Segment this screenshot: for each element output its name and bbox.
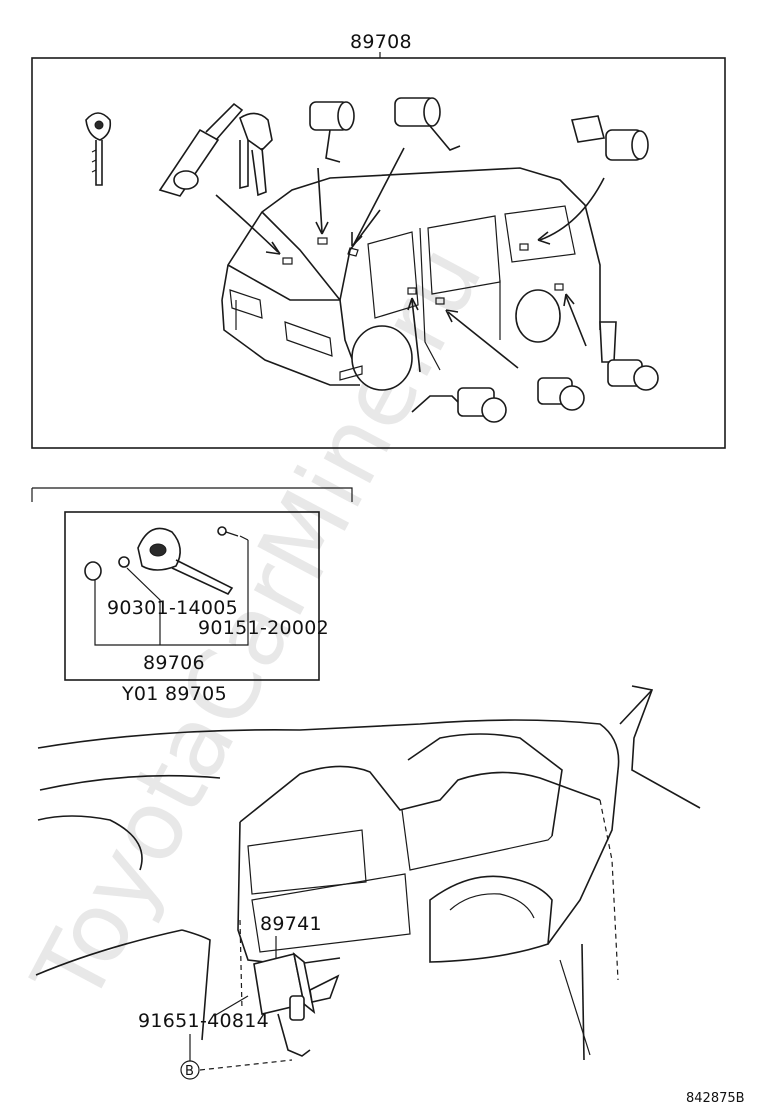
rear-cylinder-icon [570,115,649,161]
ignition-cylinder-icon [158,102,273,197]
figure-id: 842875B [686,1091,745,1106]
label-90301-14005: 90301-14005 [107,597,238,619]
door-cylinder-icon-1 [309,101,355,163]
master-key-icon [137,527,234,596]
arrows [215,147,605,373]
label-89708: 89708 [350,31,412,53]
label-y01-89705: Y01 89705 [121,683,227,705]
key-set-panel: 90301-14005 90151-20002 89706 Y01 89705 [31,487,353,705]
reference-marker-b: B [180,1034,293,1080]
back-door-cylinder-icon [599,321,659,391]
slide-door-cylinder-icon-1 [411,387,507,423]
ecu-module-icon [253,952,340,1057]
door-cylinder-icon-2 [394,97,461,151]
dashboard-illustration [35,685,701,1061]
screw-icon [217,526,239,537]
cap-icon [84,556,130,581]
label-91651-40814: 91651-40814 [138,1010,269,1032]
reference-marker-b-label: B [185,1064,194,1079]
label-90151-20002: 90151-20002 [198,617,329,639]
van-illustration [221,167,601,391]
label-89741: 89741 [260,913,322,935]
key-icon [85,112,112,186]
slide-door-cylinder-icon-2 [537,377,585,411]
label-89706: 89706 [143,652,205,674]
lock-set-panel: 89708 [31,31,726,449]
